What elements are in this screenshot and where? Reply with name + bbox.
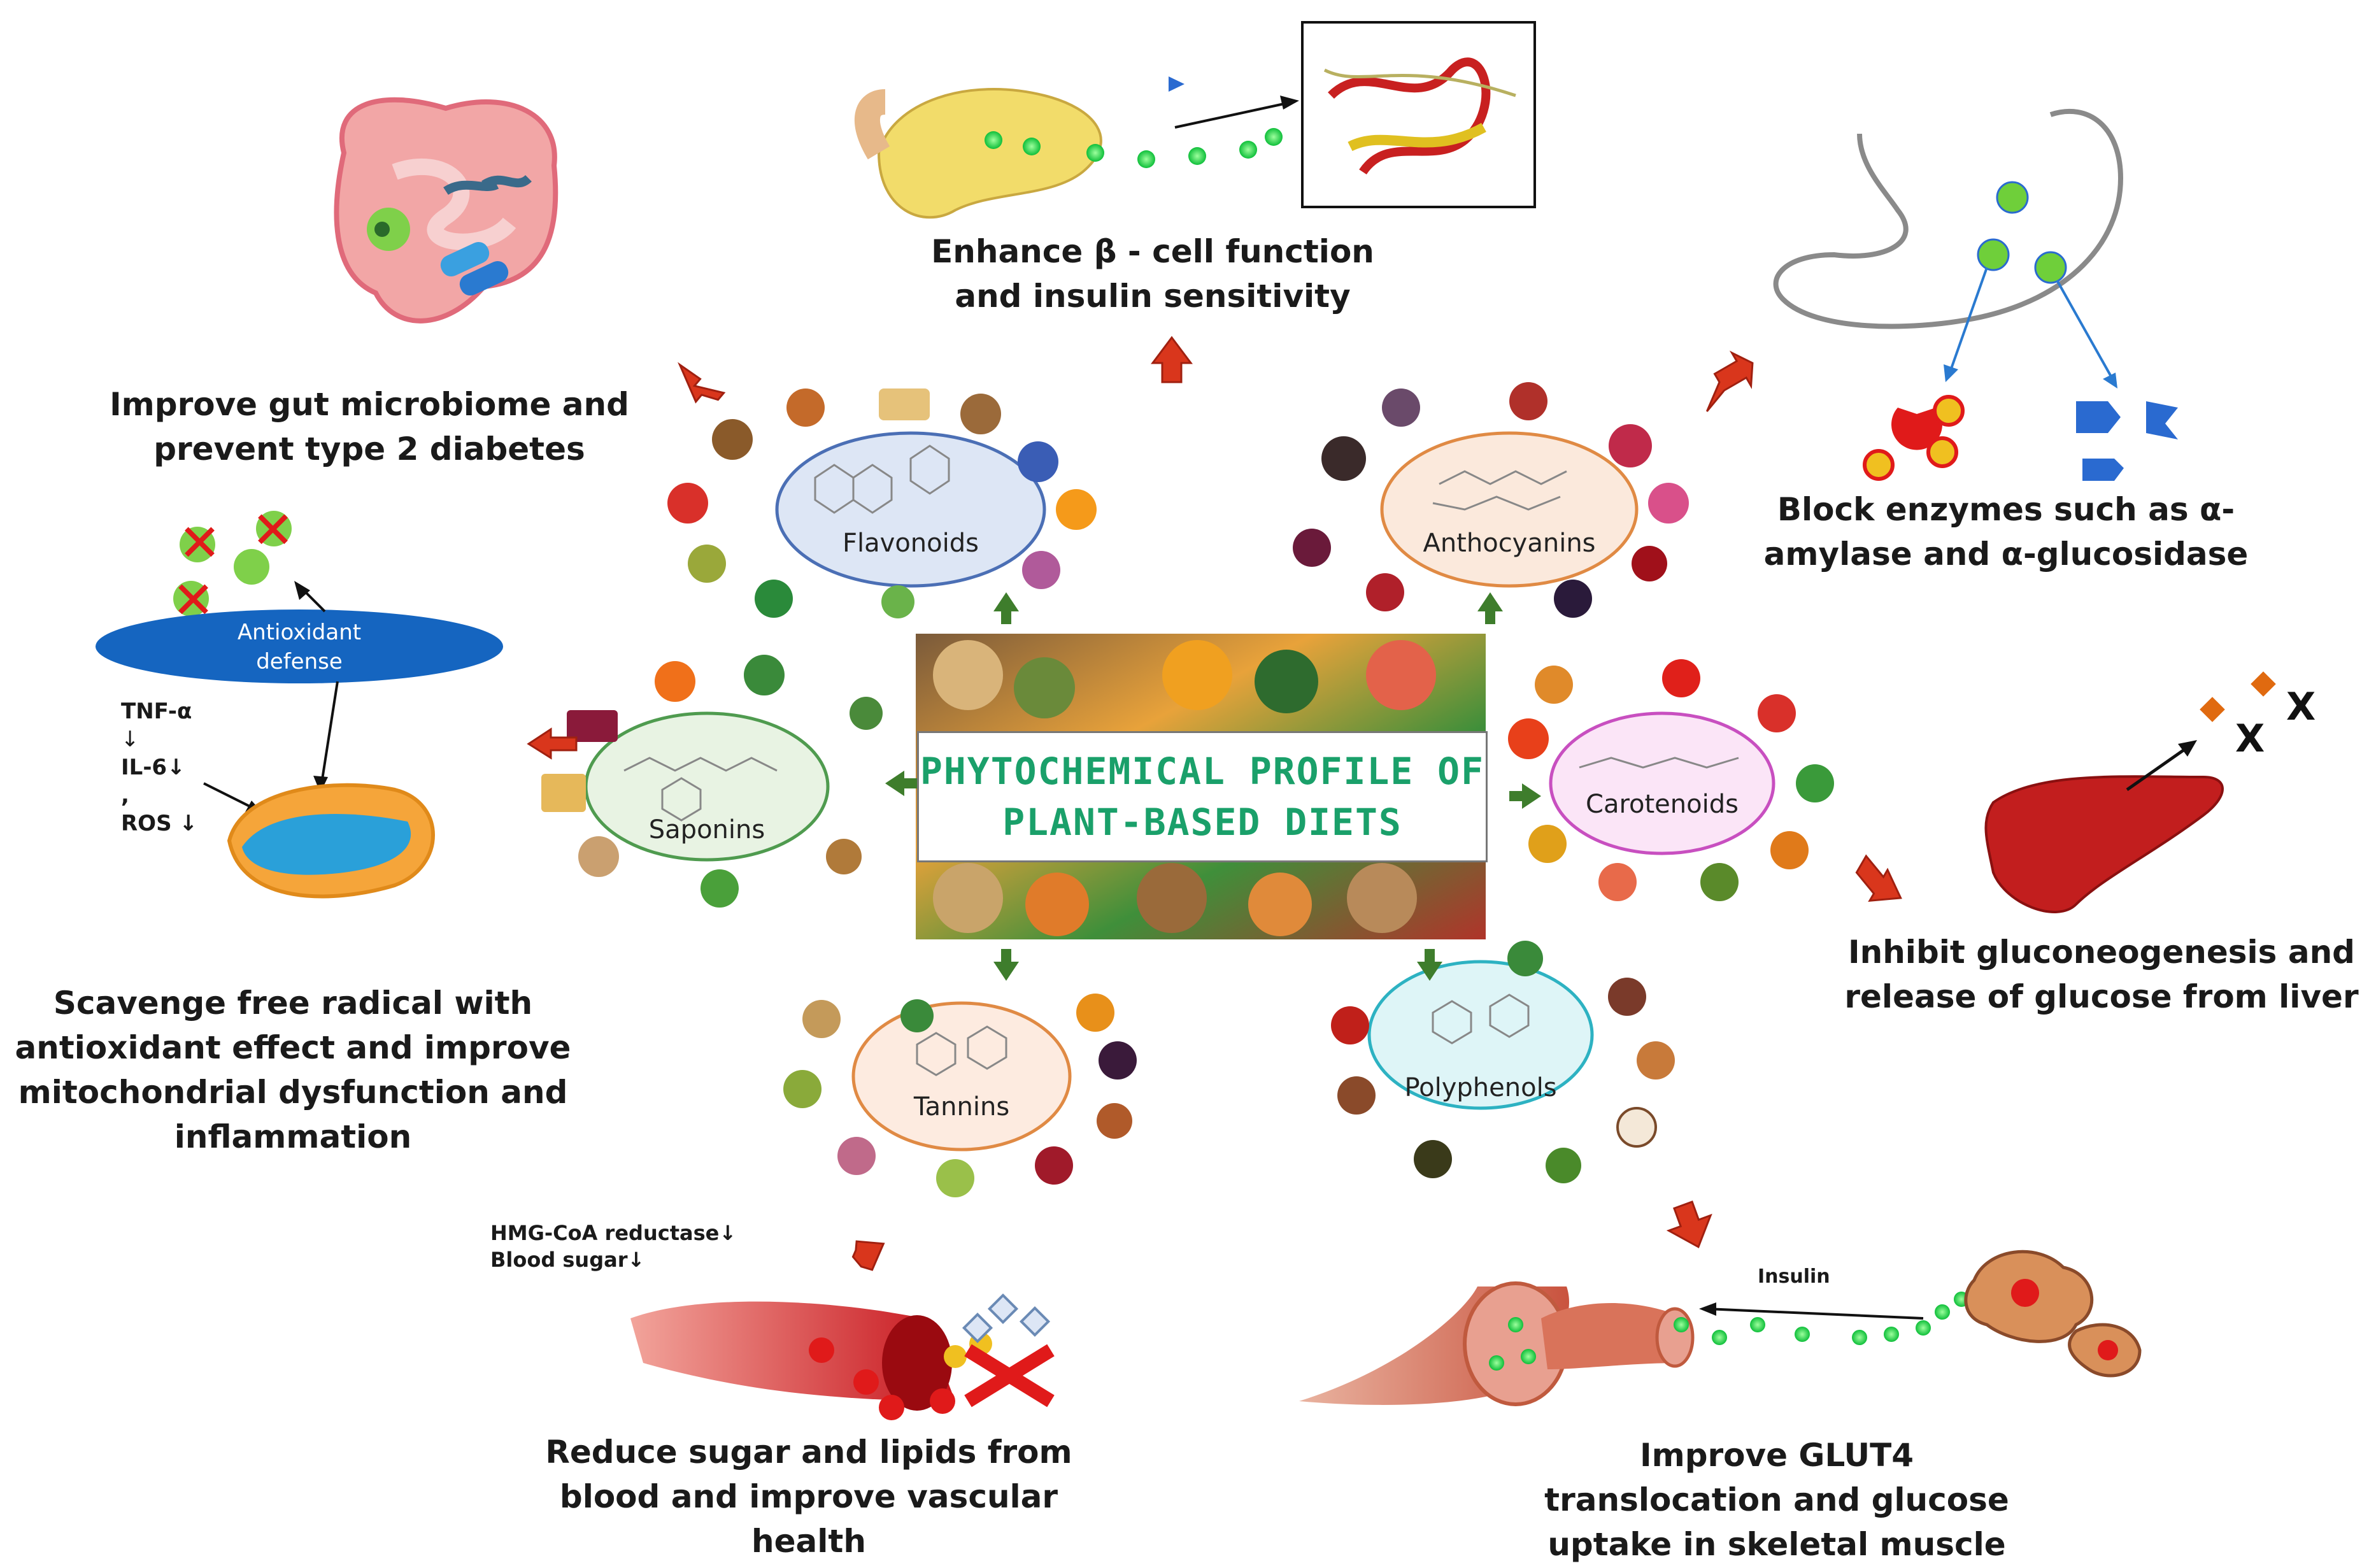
carotenoids-oval — [1549, 711, 1775, 855]
vascular-line1: Reduce sugar and lipids from — [545, 1434, 1072, 1471]
radical-line2: antioxidant effect and improve — [15, 1029, 571, 1066]
antioxidant-label: Antioxidant defense — [191, 618, 408, 676]
glut4-line2: translocation and glucose — [1544, 1481, 2009, 1518]
hmg-coa-note: HMG-CoA reductase↓ — [490, 1221, 737, 1245]
stomach-illustration — [1773, 109, 2178, 481]
inflammation-markers: TNF-α ↓ IL-6↓ , ROS ↓ — [121, 697, 274, 837]
blood-vessel-illustration — [630, 1293, 1055, 1420]
marker-ros: ROS ↓ — [121, 811, 197, 836]
svg-text:X: X — [2286, 685, 2316, 729]
tannins-label: Tannins — [913, 1092, 1010, 1122]
gut-line2: prevent type 2 diabetes — [153, 431, 585, 467]
antioxidant-illustration: ✕ ✕ ✕ — [96, 501, 503, 899]
center-title-line1: PHYTOCHEMICAL PROFILE OF — [920, 750, 1485, 793]
tannins-oval — [851, 1001, 1072, 1151]
anthocyanins-oval — [1380, 431, 1639, 588]
glut4-effect: Improve GLUT4 translocation and glucose … — [1490, 1433, 2063, 1567]
gut-effect: Improve gut microbiome and prevent type … — [76, 382, 662, 471]
center-arrows — [885, 592, 1541, 981]
gut-illustration — [334, 97, 558, 324]
enzymes-line2: amylase and α-glucosidase — [1763, 536, 2249, 573]
blood-sugar-note: Blood sugar↓ — [490, 1248, 645, 1272]
glut4-line1: Improve GLUT4 — [1639, 1437, 1914, 1474]
effect-arrows — [527, 336, 1902, 1271]
insulin-label: Insulin — [1758, 1265, 1830, 1288]
radical-effect: Scavenge free radical with antioxidant e… — [0, 981, 586, 1159]
radical-line1: Scavenge free radical with — [53, 985, 533, 1022]
antioxidant-line2: defense — [256, 649, 343, 674]
svg-text:✕: ✕ — [252, 501, 294, 560]
muscle-illustration — [1299, 1250, 2142, 1406]
food-icons — [541, 382, 1834, 1197]
marker-comma: , — [121, 783, 129, 808]
liver-effect: Inhibit gluconeogenesis and release of g… — [1834, 930, 2369, 1019]
svg-text:X: X — [2235, 716, 2265, 761]
liver-line1: Inhibit gluconeogenesis and — [1848, 934, 2355, 971]
marker-tnf-arrow: ↓ — [121, 727, 139, 752]
vascular-effect: Reduce sugar and lipids from blood and i… — [522, 1430, 1095, 1564]
beta-cell-line2: and insulin sensitivity — [955, 278, 1351, 315]
gut-line1: Improve gut microbiome and — [110, 386, 629, 423]
antioxidant-line1: Antioxidant — [237, 620, 362, 645]
pancreas-illustration — [855, 21, 1536, 219]
carotenoids-label: Carotenoids — [1586, 790, 1739, 819]
enzymes-line1: Block enzymes such as α- — [1777, 491, 2235, 528]
liver-illustration: X X — [1984, 671, 2316, 913]
chemical-structures — [623, 445, 1739, 1076]
saponins-label: Saponins — [648, 815, 765, 845]
anthocyanins-label: Anthocyanins — [1423, 529, 1596, 558]
flavonoids-label: Flavonoids — [843, 529, 979, 558]
beta-cell-effect: Enhance β - cell function and insulin se… — [866, 229, 1439, 318]
polyphenols-oval — [1367, 960, 1594, 1110]
marker-il6: IL-6↓ — [121, 755, 185, 780]
radical-line3: mitochondrial dysfunction and — [18, 1074, 568, 1111]
svg-text:✕: ✕ — [178, 513, 221, 573]
liver-line2: release of glucose from liver — [1844, 978, 2359, 1015]
center-title-box: PHYTOCHEMICAL PROFILE OF PLANT-BASED DIE… — [917, 731, 1488, 862]
beta-cell-line1: Enhance β - cell function — [931, 233, 1374, 270]
center-title-line2: PLANT-BASED DIETS — [1002, 801, 1402, 844]
flavonoids-oval — [775, 431, 1046, 588]
glut4-line3: uptake in skeletal muscle — [1547, 1526, 2006, 1563]
polyphenols-label: Polyphenols — [1404, 1073, 1557, 1102]
marker-tnf: TNF-α — [121, 699, 192, 724]
enzymes-effect: Block enzymes such as α- amylase and α-g… — [1719, 487, 2293, 576]
vascular-line2: blood and improve vascular — [559, 1478, 1058, 1515]
vascular-line3: health — [751, 1523, 866, 1560]
vascular-notes: HMG-CoA reductase↓ Blood sugar↓ — [490, 1220, 783, 1273]
radical-line4: inflammation — [174, 1118, 412, 1155]
